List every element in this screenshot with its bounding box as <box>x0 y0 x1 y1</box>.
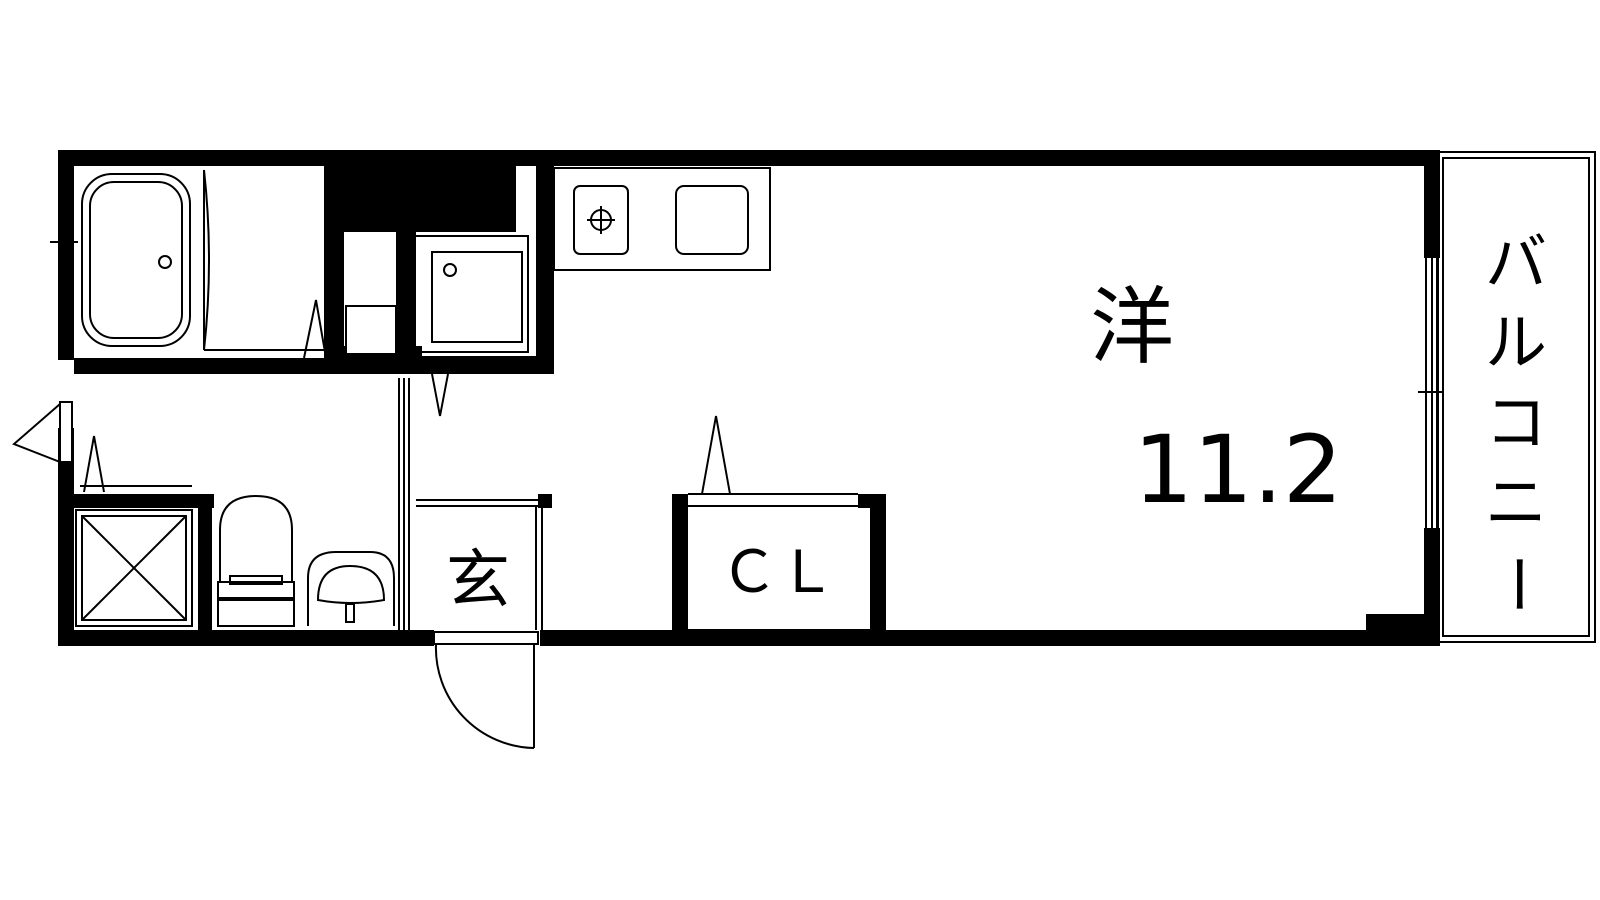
closet-door <box>688 415 870 631</box>
washing-machine-pan <box>75 435 193 627</box>
bathtub <box>81 169 327 361</box>
balcony-label-char: ー <box>1481 553 1554 615</box>
entrance-door <box>433 631 539 749</box>
room-size-label: 11.2 <box>1133 416 1342 525</box>
balcony-window <box>1418 258 1444 528</box>
entrance-label: 玄 <box>446 544 510 618</box>
bath-window <box>50 214 78 272</box>
wash-basin <box>307 551 395 626</box>
washroom-door <box>12 401 73 463</box>
balcony-label-char: コ <box>1485 386 1547 459</box>
sliding-partition <box>398 378 410 630</box>
interior-walls <box>74 150 1440 646</box>
balcony-label-char: バ <box>1485 226 1547 299</box>
meter-box <box>345 305 397 355</box>
balcony-label-char: ニ <box>1485 466 1547 539</box>
entrance-floor <box>416 499 543 630</box>
closet-label: ＣＬ <box>720 538 836 606</box>
kitchen-counter <box>553 167 771 271</box>
toilet <box>217 494 295 627</box>
balcony-label-char: ル <box>1485 306 1547 379</box>
balcony-label: バ ル コ ニ ー <box>1481 226 1554 615</box>
refrigerator-space <box>413 235 529 417</box>
room-type-label: 洋 <box>1090 278 1174 376</box>
